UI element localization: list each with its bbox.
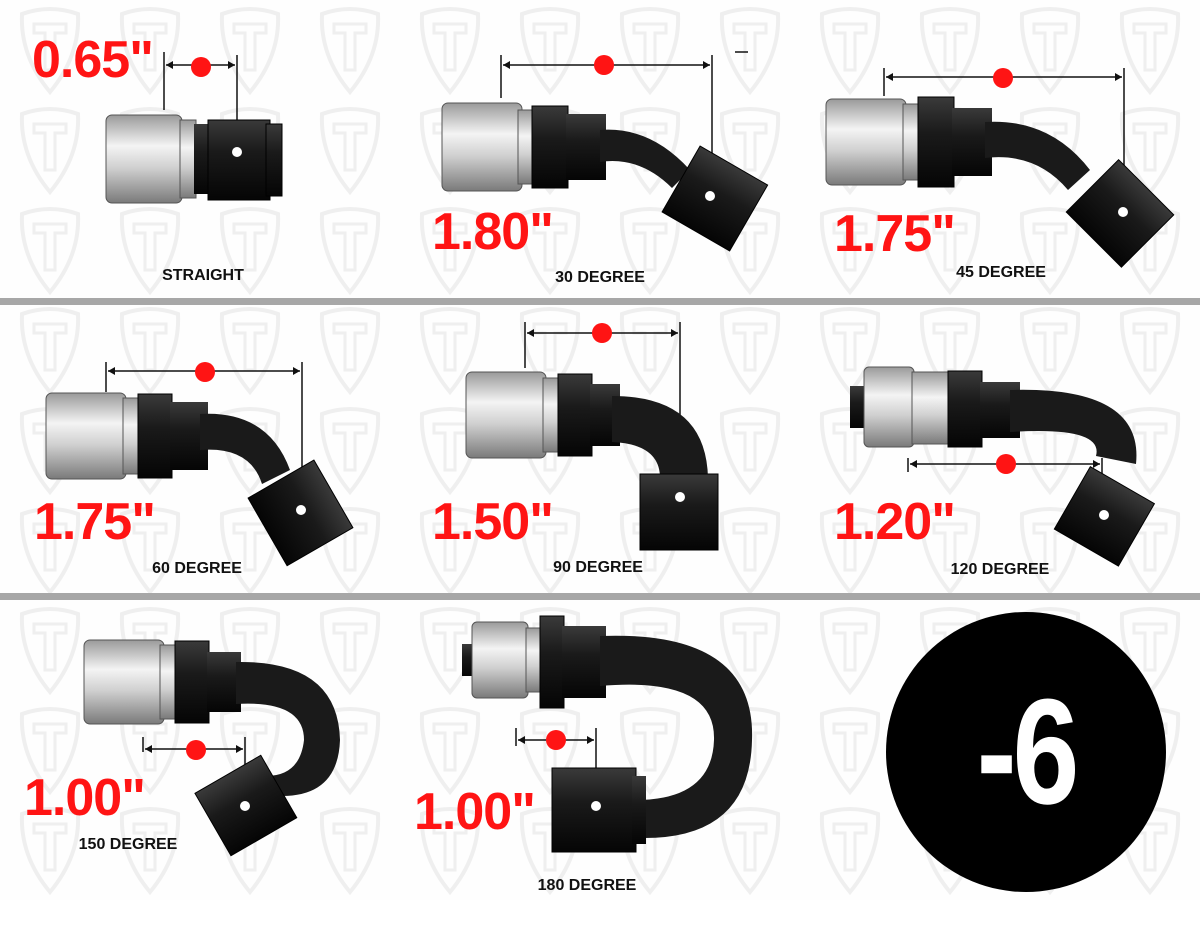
fitting-straight xyxy=(105,52,283,204)
label-90-degree: 90 DEGREE xyxy=(553,559,643,576)
measurement-150-degree: 1.00" xyxy=(24,769,146,827)
fitting-illustrations xyxy=(45,51,1175,857)
label-150-degree: 150 DEGREE xyxy=(78,836,178,853)
fitting-60-degree xyxy=(45,362,354,567)
marker-dot xyxy=(186,740,206,760)
measurement-90-degree: 1.50" xyxy=(432,493,554,551)
marker-dot xyxy=(191,57,211,77)
marker-dot xyxy=(996,454,1016,474)
measurement-60-degree: 1.75" xyxy=(34,493,156,551)
measurement-45-degree: 1.75" xyxy=(834,205,956,263)
label-60-degree: 60 DEGREE xyxy=(152,560,242,577)
size-badge-text: -6 xyxy=(976,668,1080,836)
marker-dot xyxy=(592,323,612,343)
row-divider-1 xyxy=(0,298,1200,305)
measurement-30-degree: 1.80" xyxy=(432,203,554,261)
size-badge: -6 xyxy=(886,612,1166,892)
fitting-150-degree xyxy=(83,639,340,857)
label-180-degree: 180 DEGREE xyxy=(537,877,637,894)
fitting-45-degree xyxy=(825,68,1175,268)
fitting-90-degree xyxy=(465,322,719,551)
fitting-120-degree xyxy=(850,366,1156,567)
marker-dot xyxy=(546,730,566,750)
label-straight: STRAIGHT xyxy=(162,267,244,284)
marker-dot xyxy=(993,68,1013,88)
label-45-degree: 45 DEGREE xyxy=(956,264,1046,281)
measurement-180-degree: 1.00" xyxy=(414,783,536,841)
fitting-30-degree xyxy=(441,51,769,252)
fitting-180-degree xyxy=(462,615,753,853)
label-30-degree: 30 DEGREE xyxy=(555,269,645,286)
measurement-120-degree: 1.20" xyxy=(834,493,956,551)
fitting-chart: 0.65" 1.80" 1.75" 1.75" 1.50" 1.20" 1.00… xyxy=(0,0,1200,900)
marker-dot xyxy=(594,55,614,75)
marker-dot xyxy=(195,362,215,382)
measurement-straight: 0.65" xyxy=(32,31,154,89)
label-120-degree: 120 DEGREE xyxy=(950,561,1050,578)
row-divider-2 xyxy=(0,593,1200,600)
